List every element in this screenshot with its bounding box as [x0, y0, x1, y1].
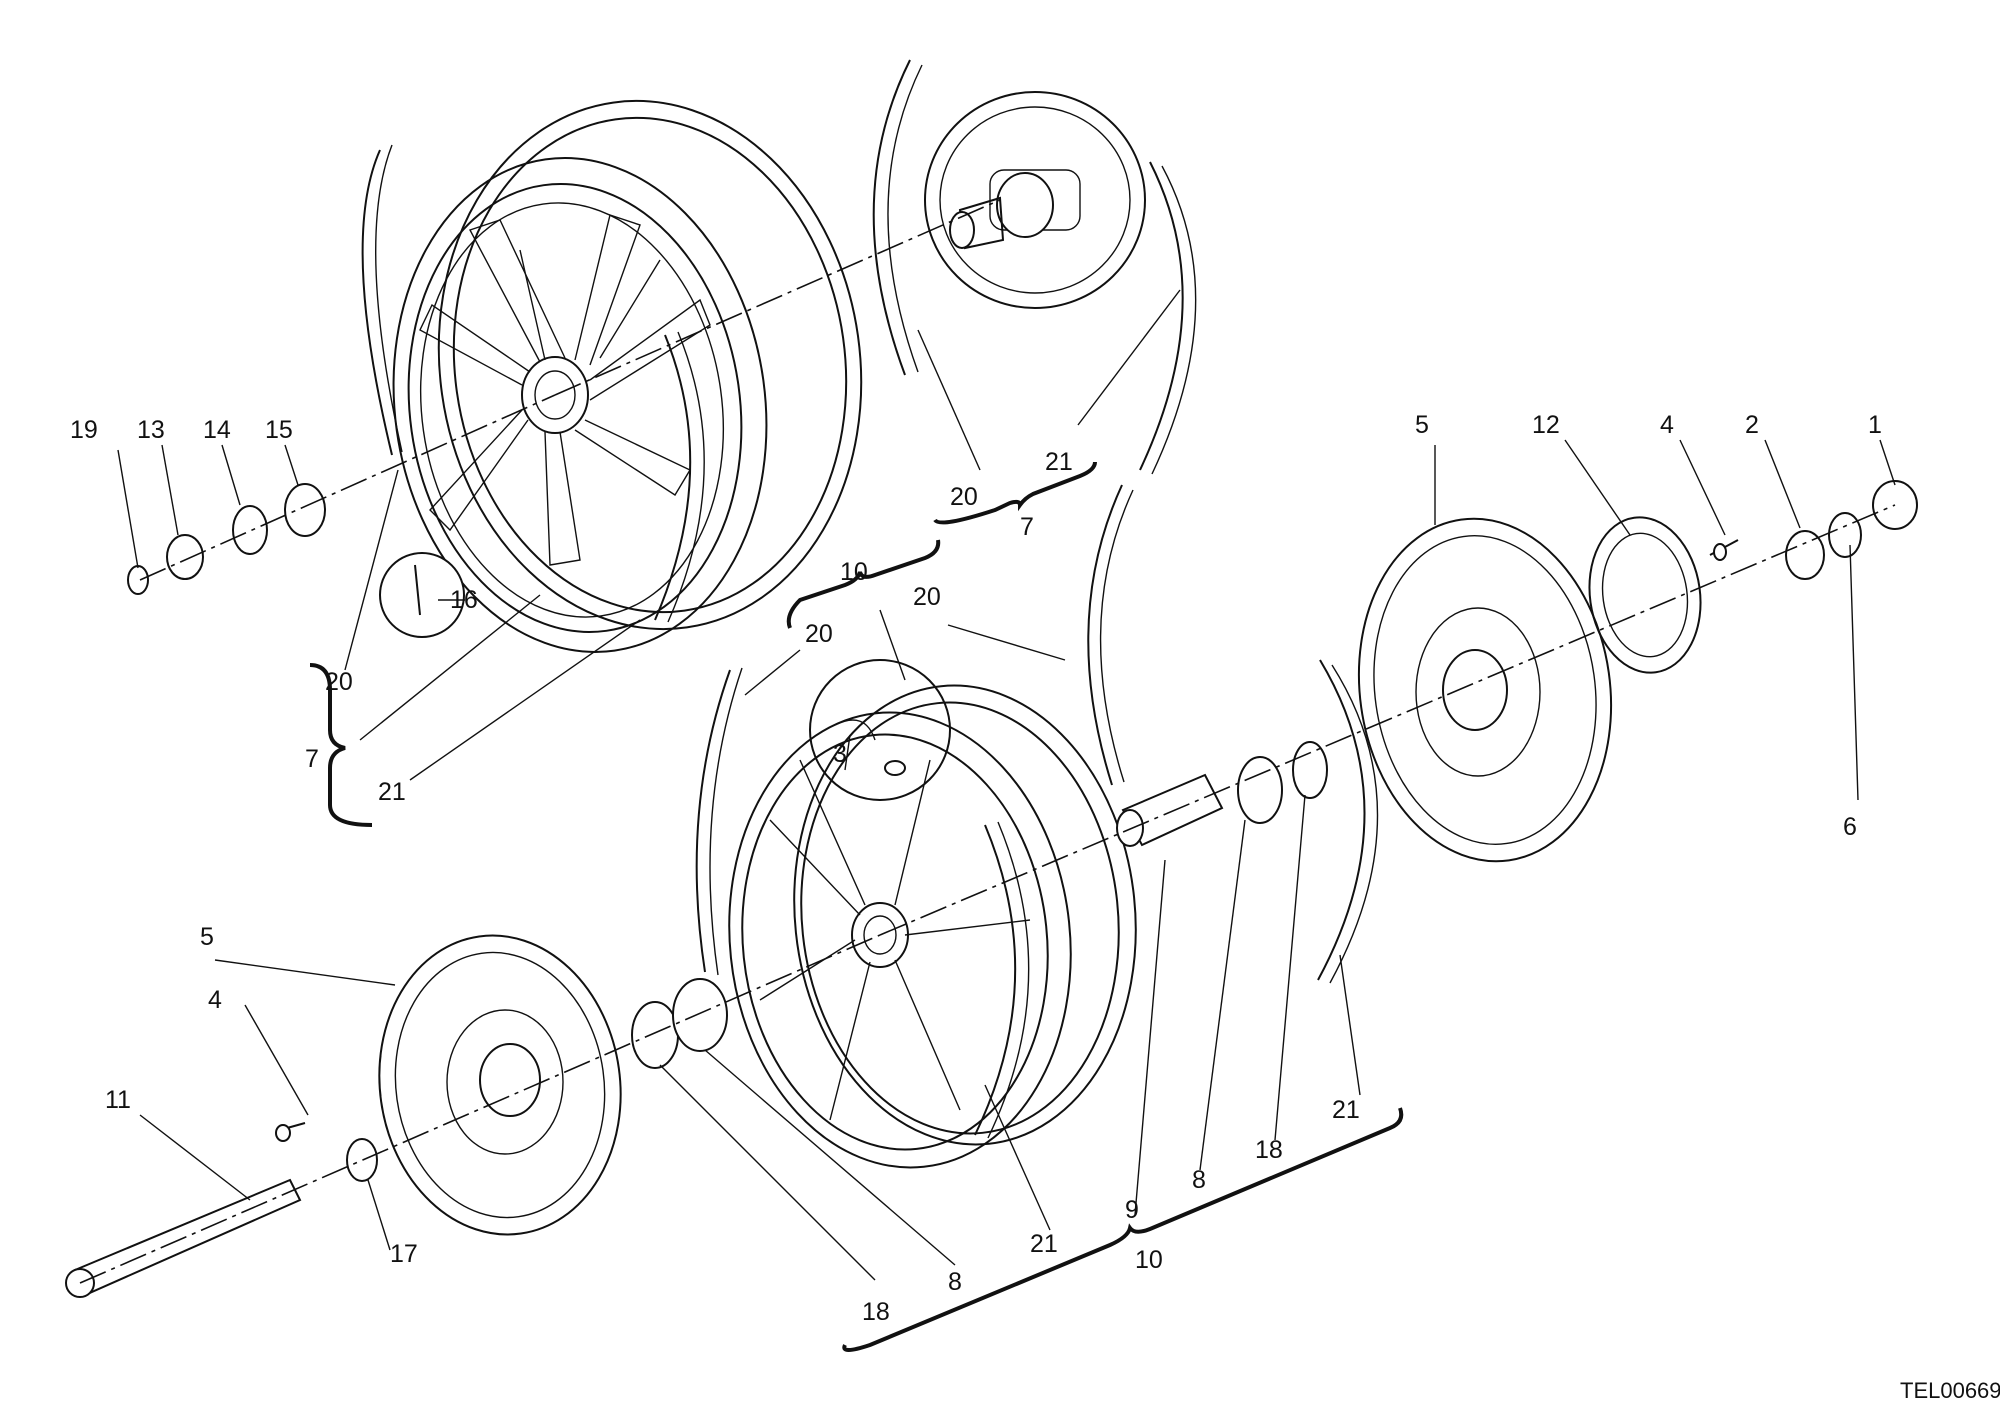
label-18a: 18 [862, 1298, 890, 1326]
label-21d: 21 [1332, 1096, 1360, 1124]
part-labels: 19 13 14 15 16 20 7 21 20 7 21 10 20 20 … [70, 411, 1882, 1326]
label-9: 9 [1125, 1196, 1139, 1224]
label-1: 1 [1868, 411, 1882, 439]
label-21c: 21 [1030, 1230, 1058, 1258]
label-19: 19 [70, 416, 98, 444]
label-2: 2 [1745, 411, 1759, 439]
leader-lines [117, 289, 1896, 1281]
label-10a: 10 [840, 558, 868, 586]
abs-tone-ring [1588, 516, 1702, 674]
label-20c: 20 [913, 583, 941, 611]
label-4a: 4 [208, 986, 222, 1014]
label-21a: 21 [378, 778, 406, 806]
label-13: 13 [137, 416, 165, 444]
label-12: 12 [1532, 411, 1560, 439]
label-8a: 8 [948, 1268, 962, 1296]
label-20d: 20 [805, 620, 833, 648]
rear-brake-disc [924, 91, 1146, 309]
label-16: 16 [450, 586, 478, 614]
label-21b: 21 [1045, 448, 1073, 476]
label-5b: 5 [1415, 411, 1429, 439]
label-17: 17 [390, 1240, 418, 1268]
label-20b: 20 [950, 483, 978, 511]
label-5a: 5 [200, 923, 214, 951]
label-10b: 10 [1135, 1246, 1163, 1274]
label-8b: 8 [1192, 1166, 1206, 1194]
label-6: 6 [1843, 813, 1857, 841]
label-3: 3 [833, 740, 847, 768]
front-wheel [695, 659, 1137, 1169]
label-15: 15 [265, 416, 293, 444]
label-7b: 7 [1020, 513, 1034, 541]
braces [309, 461, 1404, 1352]
front-brake-disc-right [1357, 517, 1613, 863]
label-4b: 4 [1660, 411, 1674, 439]
front-brake-disc-left [378, 934, 622, 1236]
label-11: 11 [105, 1086, 131, 1114]
label-20a: 20 [325, 668, 353, 696]
label-7a: 7 [305, 745, 319, 773]
small-parts [65, 480, 1918, 1298]
drawing-code: TEL00669 [1900, 1378, 2000, 1403]
axis-lines [79, 199, 1896, 1284]
rear-wheel [361, 99, 863, 653]
rim-stripes [872, 59, 1379, 984]
label-14: 14 [203, 416, 231, 444]
label-18b: 18 [1255, 1136, 1283, 1164]
